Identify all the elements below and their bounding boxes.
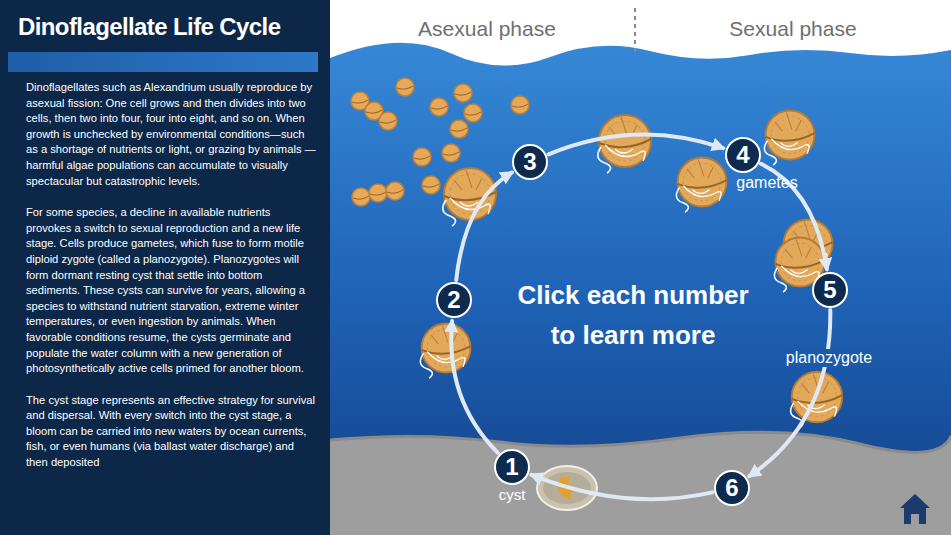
number-text: 3 bbox=[523, 150, 536, 174]
panel-body: Dinoflagellates such as Alexandrium usua… bbox=[26, 80, 318, 487]
home-icon bbox=[900, 494, 930, 524]
number-text: 2 bbox=[447, 288, 460, 312]
callout-number: 2 bbox=[436, 282, 472, 318]
title-stripe bbox=[8, 52, 318, 72]
callout-number: 5 bbox=[812, 272, 848, 308]
number-text: 4 bbox=[736, 143, 749, 167]
title-text: Dinoflagellate Life Cycle bbox=[18, 13, 280, 41]
callout-number: 6 bbox=[714, 470, 750, 506]
label: Asexual phase bbox=[418, 17, 556, 41]
cycle-arrow bbox=[532, 475, 713, 499]
paragraph: Dinoflagellates such as Alexandrium usua… bbox=[26, 80, 318, 189]
cycle-arrow bbox=[456, 173, 512, 281]
label: cyst bbox=[499, 486, 526, 503]
number-text: 6 bbox=[725, 476, 738, 500]
callout-number: 3 bbox=[512, 144, 548, 180]
callout-number: 4 bbox=[725, 137, 761, 173]
paragraph: The cyst stage represents an effective s… bbox=[26, 393, 318, 471]
number-text: 1 bbox=[505, 455, 518, 479]
label: Sexual phase bbox=[729, 17, 856, 41]
paragraph: For some species, a decline in available… bbox=[26, 205, 318, 377]
text-panel: Dinoflagellates such as Alexandrium usua… bbox=[0, 0, 330, 535]
cycle-arrow bbox=[548, 134, 723, 154]
callout-number: 1 bbox=[494, 449, 530, 485]
cycle-arrow bbox=[451, 321, 498, 453]
cycle-arrow bbox=[749, 310, 830, 476]
number-text: 5 bbox=[823, 278, 836, 302]
label: Click each number to learn more bbox=[508, 275, 758, 355]
label: gametes bbox=[736, 174, 797, 192]
label: planozygote bbox=[783, 349, 875, 367]
